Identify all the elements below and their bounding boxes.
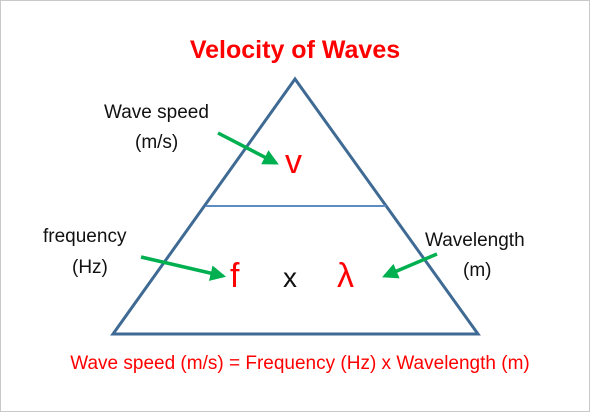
formula-triangle: [110, 76, 481, 336]
wave-speed-formula: Wave speed (m/s) = Frequency (Hz) x Wave…: [70, 353, 530, 374]
wavelength-symbol: λ: [337, 257, 354, 295]
wave-speed-label: Wave speed: [104, 102, 209, 123]
wavelength-arrow: [382, 252, 438, 279]
wavelength-unit-label: (m): [463, 260, 492, 281]
frequency-label: frequency: [43, 226, 127, 247]
frequency-symbol: f: [230, 257, 240, 295]
times-symbol: x: [283, 262, 297, 293]
velocity-symbol: v: [285, 143, 302, 181]
wave-speed-arrow: [217, 131, 279, 165]
frequency-arrow: [140, 255, 227, 281]
wavelength-label: Wavelength: [425, 230, 525, 251]
page-title: Velocity of Waves: [189, 36, 401, 64]
wave-speed-unit-label: (m/s): [135, 132, 179, 153]
frequency-unit-label: (Hz): [72, 257, 108, 278]
